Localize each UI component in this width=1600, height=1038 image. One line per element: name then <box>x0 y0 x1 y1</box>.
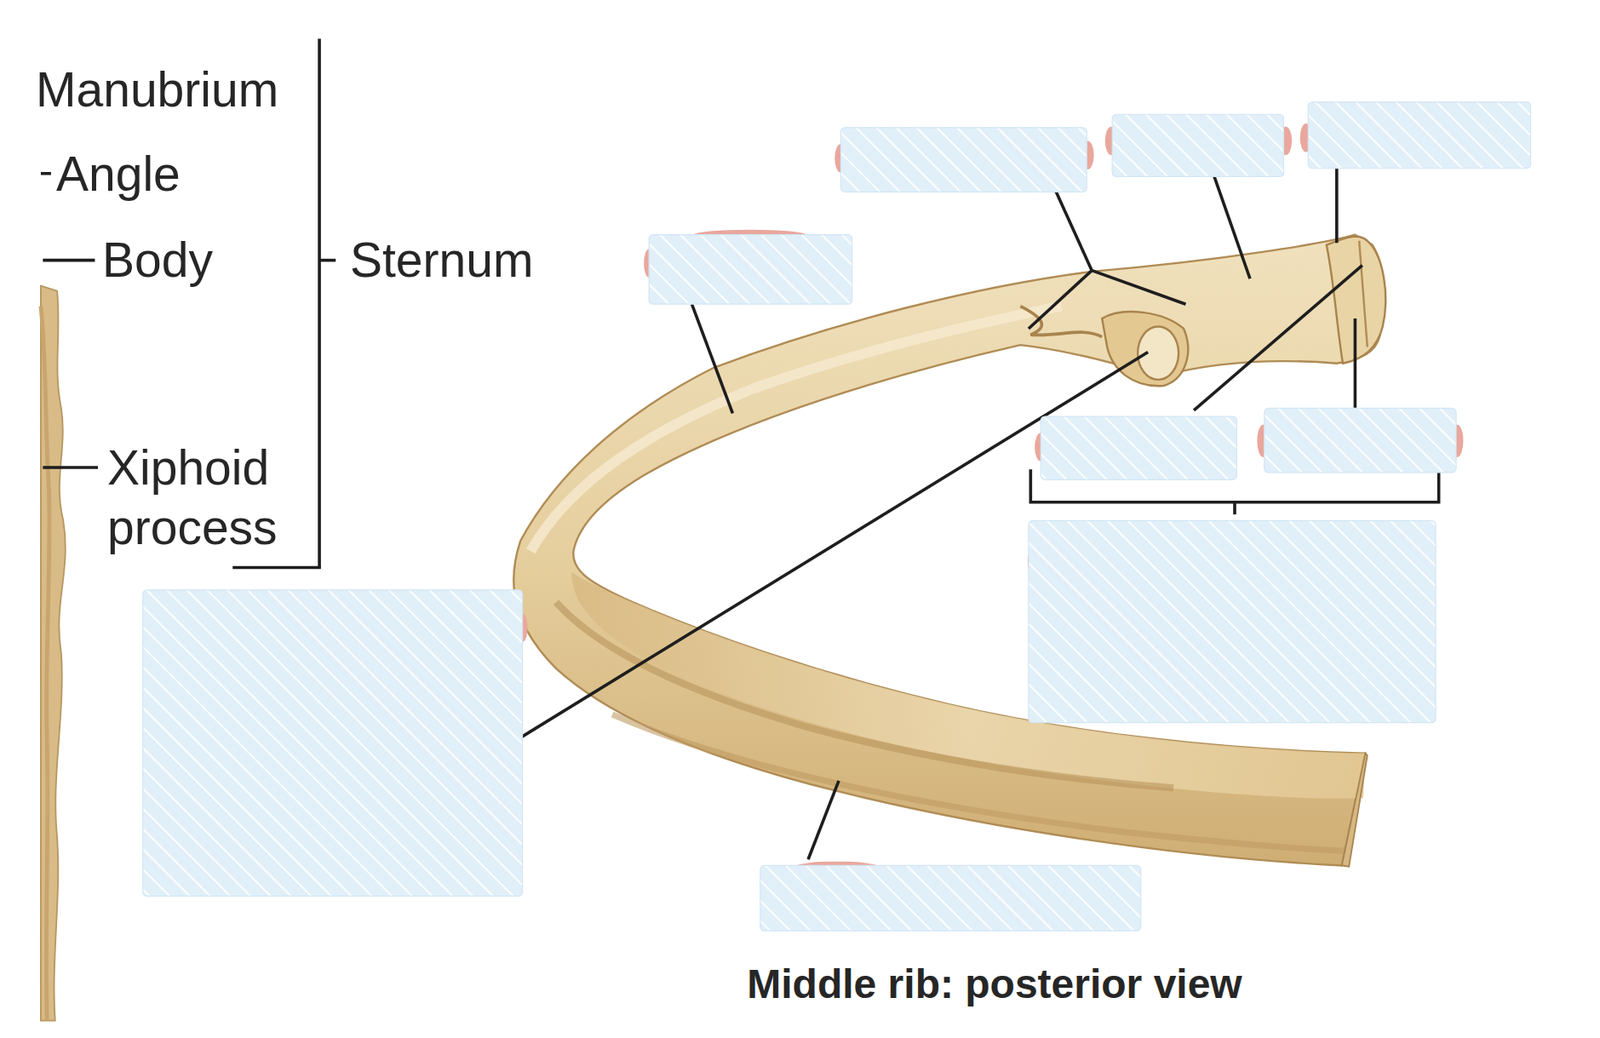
leader-line <box>691 303 733 413</box>
part-label: Sternum <box>349 229 534 290</box>
blank-label <box>1028 520 1436 723</box>
leader-line <box>1335 168 1339 243</box>
blank-label <box>1307 102 1531 169</box>
label-bracket <box>1232 502 1237 515</box>
rib-shading <box>612 714 1348 852</box>
leader-line <box>42 465 98 470</box>
box-edge-marks <box>517 123 1464 872</box>
rib-tubercle <box>1101 311 1188 386</box>
leader-line <box>1193 265 1363 411</box>
figure-caption: Middle rib: posterior view <box>746 958 1242 1010</box>
blank-label-boxes <box>143 102 1532 931</box>
leader-line <box>1091 270 1186 305</box>
leader-line <box>42 258 95 263</box>
blank-label <box>1112 114 1284 177</box>
rib-angle <box>1020 306 1102 338</box>
part-label: Manubrium <box>35 59 279 120</box>
rib-end <box>1341 753 1368 867</box>
sternum-edge-shade <box>40 306 50 1021</box>
sternum-bracket <box>40 39 336 568</box>
blank-label <box>1264 407 1457 473</box>
leader-lines <box>504 168 1439 860</box>
blank-label <box>840 127 1087 193</box>
part-label: Angle <box>56 143 181 204</box>
part-label: Body <box>102 229 213 290</box>
leader-line <box>1353 318 1358 408</box>
blank-label <box>143 590 523 897</box>
bracket-tick <box>319 258 336 263</box>
bracket-line <box>232 566 322 570</box>
leader-line <box>808 780 839 860</box>
head-crest <box>1359 240 1368 348</box>
blank-label <box>1040 416 1237 480</box>
bracket-line <box>317 39 322 568</box>
rib-shading <box>530 306 1061 552</box>
part-label: Xiphoid process <box>107 437 312 557</box>
blank-label <box>648 235 852 305</box>
sternum-edge <box>40 286 66 1021</box>
leader-line <box>1055 191 1092 270</box>
leader-line <box>40 172 52 176</box>
blank-label <box>760 865 1142 931</box>
leader-line <box>1214 176 1251 279</box>
leader-line <box>1028 270 1092 329</box>
